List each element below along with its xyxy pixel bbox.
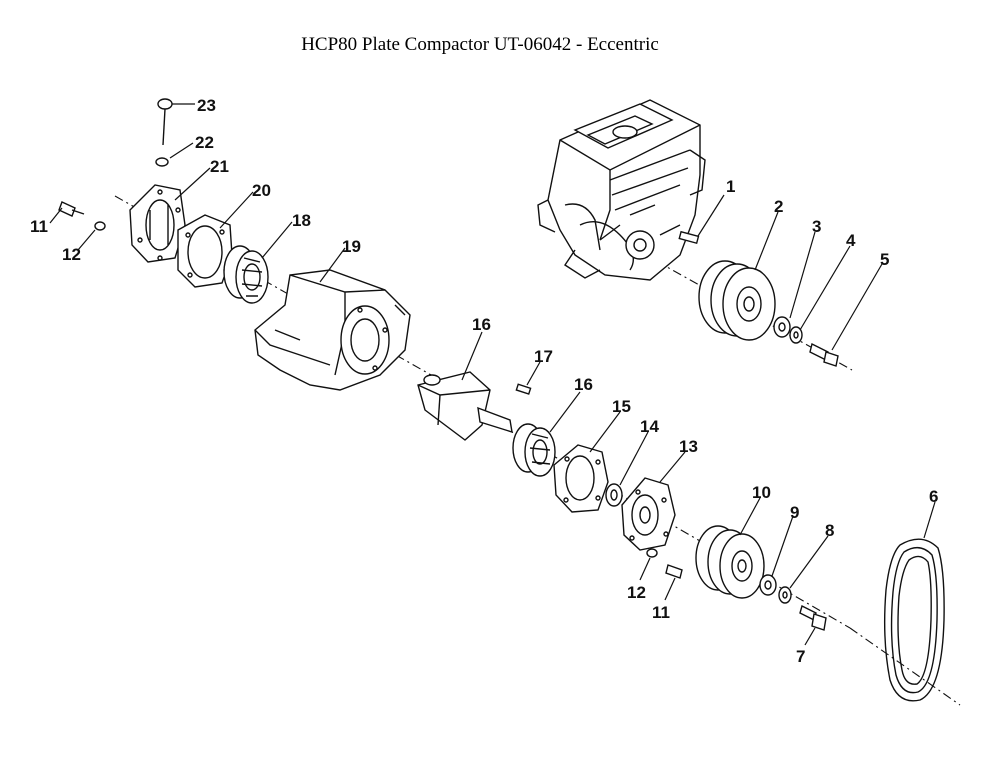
diagram-title: HCP80 Plate Compactor UT-06042 - Eccentr…: [301, 34, 659, 55]
callout-labels: 23 22 21 20 18 19 11 12 1 2 3 4 5 16 17 …: [30, 96, 938, 666]
part-16-bearing-right: [512, 423, 556, 477]
callout-18: 16: [472, 315, 491, 334]
callout-20: 20: [252, 181, 271, 200]
part-7-bolt: [799, 604, 827, 631]
callout-5: 5: [880, 250, 889, 269]
callout-10: 10: [752, 483, 771, 502]
part-2-engine-pulley: [698, 260, 776, 341]
part-12-washer-left: [94, 221, 106, 231]
callout-9: 9: [790, 503, 799, 522]
part-10-eccentric-pulley: [695, 525, 765, 599]
callout-17: 17: [534, 347, 553, 366]
callout-16-right: 16: [574, 375, 593, 394]
callout-7: 7: [796, 647, 805, 666]
callout-13: 13: [679, 437, 698, 456]
part-20-gasket: [177, 214, 233, 288]
part-16-bearing-left: [223, 245, 269, 304]
callout-6: 6: [929, 487, 938, 506]
part-4-lock-washer: [789, 326, 803, 344]
callout-21: 21: [210, 157, 229, 176]
part-6-v-belt: [883, 538, 945, 702]
part-19-housing: [254, 269, 411, 391]
part-21-end-cover: [129, 184, 186, 263]
callout-11-right: 11: [652, 603, 670, 622]
part-3-washer: [773, 316, 791, 338]
callout-15: 15: [612, 397, 631, 416]
callout-12-right: 12: [627, 583, 646, 602]
callout-23: 23: [197, 96, 216, 115]
part-9-washer: [759, 574, 777, 596]
callout-22: 22: [195, 133, 214, 152]
part-15-gasket: [553, 444, 609, 513]
part-12-washer-right: [646, 548, 658, 558]
part-13-bearing-cover: [621, 477, 676, 551]
part-8-lock-washer: [778, 586, 792, 604]
callout-19: 19: [342, 237, 361, 256]
callout-14: 14: [640, 417, 659, 436]
part-11-bolt-left: [58, 201, 85, 217]
part-14-seal: [605, 483, 623, 507]
part-11-bolt-right: [665, 564, 683, 579]
callout-8: 8: [825, 521, 834, 540]
callout-16-left: 18: [292, 211, 311, 230]
part-17-key: [515, 383, 532, 395]
callout-3: 3: [812, 217, 821, 236]
part-23-fitting: [157, 98, 173, 146]
callout-11-left: 11: [30, 217, 48, 236]
engine: [537, 99, 706, 281]
callout-4: 4: [846, 231, 856, 250]
part-5-bolt: [809, 342, 839, 367]
leader-lines: [49, 103, 936, 646]
shaft-axis-right: [849, 627, 961, 706]
part-18-eccentric-shaft: [417, 371, 513, 441]
part-22-washer: [155, 157, 169, 167]
callout-1: 1: [726, 177, 735, 196]
callout-12-left: 12: [62, 245, 81, 264]
part-1-key: [678, 230, 700, 245]
callout-2: 2: [774, 197, 783, 216]
